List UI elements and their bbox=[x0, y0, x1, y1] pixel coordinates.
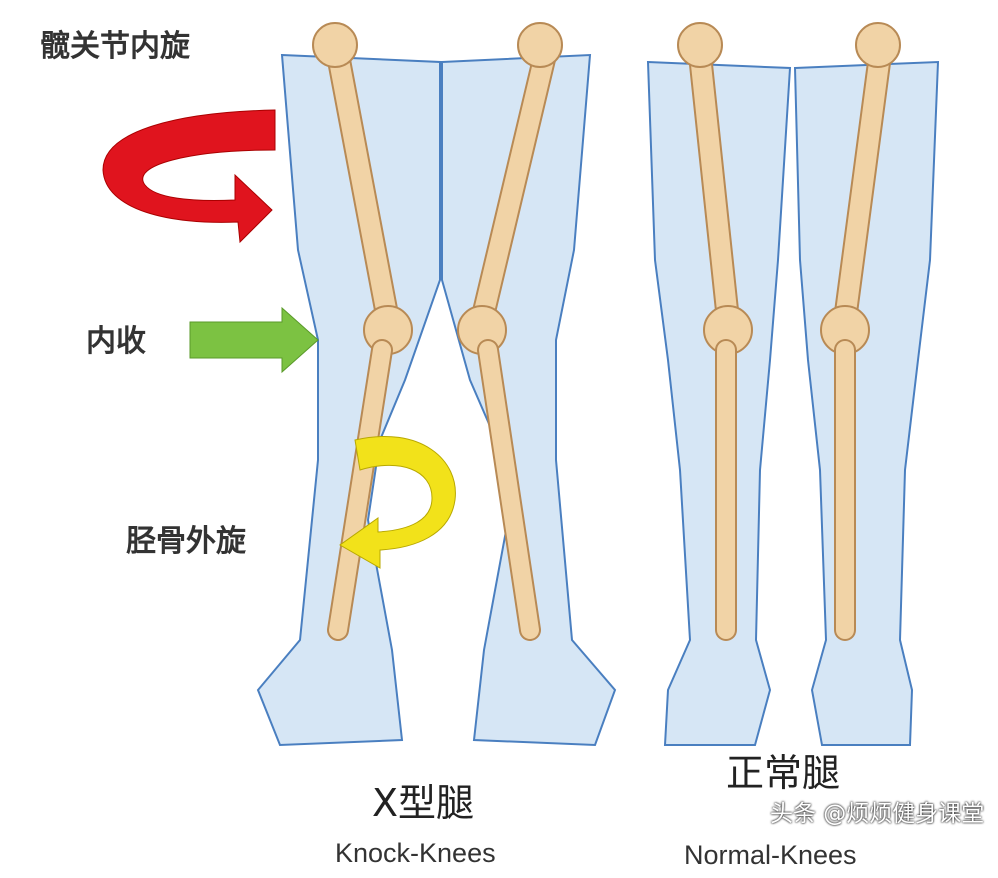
normal-right-bones bbox=[820, 22, 901, 641]
knock-knee-left-leg bbox=[256, 53, 441, 747]
adduction-arrow-icon bbox=[189, 306, 319, 374]
adduction-label: 内收 bbox=[86, 324, 146, 359]
watermark: 头条 @烦烦健身课堂 bbox=[770, 801, 985, 827]
tibial-rotation-arrow-icon bbox=[339, 435, 456, 569]
normal-knees-subtitle: Normal-Knees bbox=[684, 840, 857, 870]
normal-left-bones bbox=[677, 22, 753, 641]
knock-knees-title: X型腿 bbox=[372, 781, 475, 825]
knock-knees-subtitle: Knock-Knees bbox=[335, 838, 496, 868]
knock-knee-right-leg bbox=[441, 53, 617, 747]
hip-rotation-arrow-icon bbox=[102, 109, 276, 244]
hip-internal-rotation-label: 髋关节内旋 bbox=[40, 29, 190, 64]
tibial-external-rotation-label: 胫骨外旋 bbox=[126, 524, 246, 559]
normal-right-leg bbox=[793, 60, 940, 746]
normal-knees-title: 正常腿 bbox=[726, 751, 841, 795]
knock-right-bones bbox=[457, 22, 563, 641]
knock-left-bones bbox=[312, 22, 413, 641]
